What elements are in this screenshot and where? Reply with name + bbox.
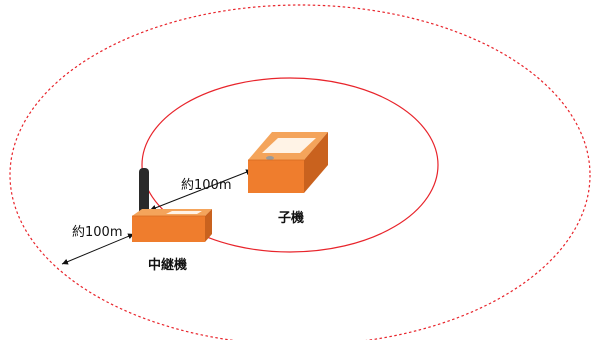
outer-distance-arrow bbox=[61, 233, 135, 265]
antenna-icon bbox=[139, 168, 149, 218]
repeater-label: 中継機 bbox=[148, 257, 187, 273]
repeater-device bbox=[132, 168, 212, 242]
inner-distance-arrow bbox=[149, 169, 253, 211]
child-unit-label: 子機 bbox=[278, 210, 304, 226]
inner-distance-label: 約100m bbox=[181, 178, 231, 193]
outer-range-circle bbox=[9, 4, 591, 340]
child-unit-device bbox=[248, 132, 328, 193]
outer-distance-label: 約100m bbox=[72, 225, 122, 240]
inner-range-circle bbox=[141, 77, 439, 253]
